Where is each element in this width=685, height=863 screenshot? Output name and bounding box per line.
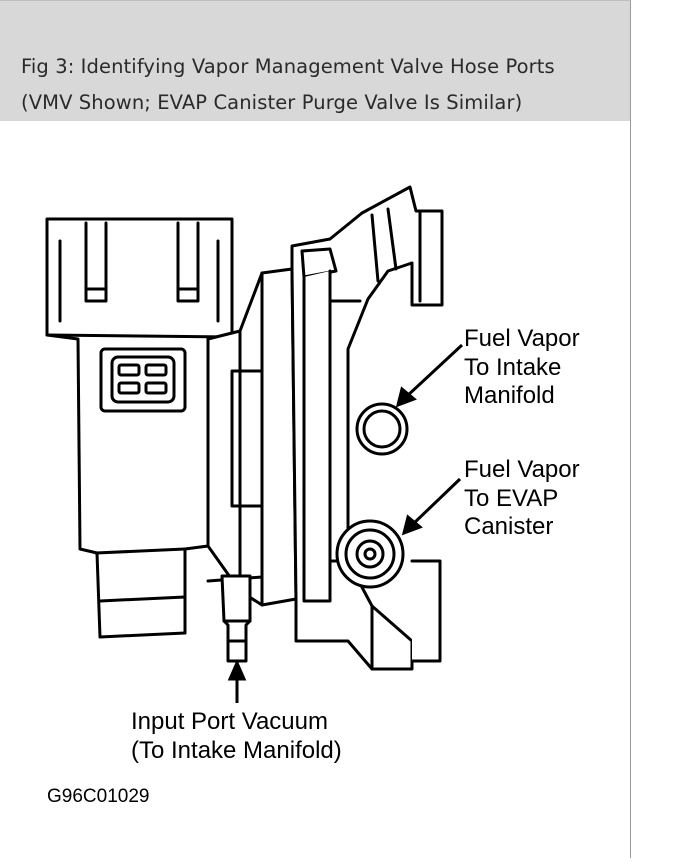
label-evap-line-1: Fuel Vapor (464, 456, 580, 483)
caption-line-2: (VMV Shown; EVAP Canister Purge Valve Is… (21, 91, 523, 114)
arrow-to-evap-port (401, 477, 462, 536)
label-intake-line-3: Manifold (464, 382, 555, 409)
arrow-to-intake-port (395, 343, 464, 408)
port-evap-canister (335, 519, 405, 589)
arrow-to-input-port (227, 659, 247, 703)
electrical-connector-housing (45, 217, 234, 639)
label-intake-manifold-port: Fuel Vapor To Intake Manifold (464, 325, 586, 409)
valve-center-body (206, 267, 298, 607)
label-intake-line-2: To Intake (464, 354, 561, 381)
label-input-line-1: Input Port Vacuum (131, 708, 328, 735)
label-evap-line-2: To EVAP (464, 485, 558, 512)
figure-caption: Fig 3: Identifying Vapor Management Valv… (0, 1, 630, 121)
port-intake-manifold (355, 402, 409, 456)
input-port-vacuum-nipple (206, 574, 264, 663)
label-evap-canister-port: Fuel Vapor To EVAP Canister (464, 456, 586, 540)
caption-line-1: Fig 3: Identifying Vapor Management Valv… (21, 55, 555, 78)
figure-frame: Fig 3: Identifying Vapor Management Valv… (0, 0, 631, 858)
label-intake-line-1: Fuel Vapor (464, 325, 580, 352)
label-input-port-vacuum: Input Port Vacuum (To Intake Manifold) (131, 708, 342, 764)
electrical-plug-socket (99, 347, 187, 413)
label-evap-line-3: Canister (464, 513, 553, 540)
figure-code: G96C01029 (47, 786, 149, 807)
vapor-management-valve-diagram: Fuel Vapor To Intake Manifold Fuel Vapor… (45, 185, 586, 807)
label-input-line-2: (To Intake Manifold) (131, 737, 342, 764)
